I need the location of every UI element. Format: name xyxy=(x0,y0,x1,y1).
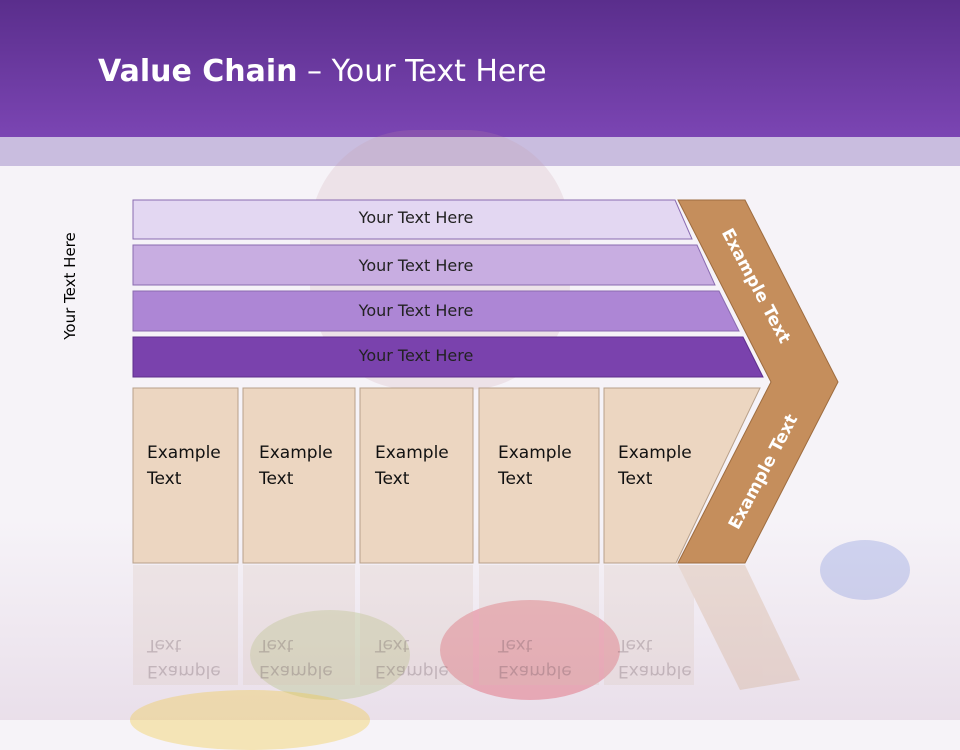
box-5-reflection-text: Example Text xyxy=(618,632,692,684)
side-label: Your Text Here xyxy=(61,232,79,340)
box-5-reflection-line1: Example xyxy=(618,661,692,681)
box-4-line1: Example xyxy=(498,443,572,463)
box-2-reflection-line2: Text xyxy=(259,635,294,655)
box-4-reflection-line2: Text xyxy=(498,635,533,655)
box-5-reflection-line2: Text xyxy=(618,635,653,655)
page-title: Value Chain – Your Text Here xyxy=(98,54,547,89)
box-5 xyxy=(603,387,761,564)
row-bar-1 xyxy=(132,199,693,240)
box-4-reflection-line1: Example xyxy=(498,661,572,681)
row-bar-3 xyxy=(132,290,740,332)
box-3-line2: Text xyxy=(375,469,410,489)
box-1-reflection xyxy=(133,565,238,685)
box-4-reflection xyxy=(479,565,599,685)
box-3-reflection-text: Example Text xyxy=(375,632,449,684)
box-1-reflection-line1: Example xyxy=(147,661,221,681)
row-label-1: Your Text Here xyxy=(358,208,474,227)
box-1-reflection-text: Example Text xyxy=(147,632,221,684)
row-label-2: Your Text Here xyxy=(358,256,474,275)
box-2-line2: Text xyxy=(259,469,294,489)
box-1-line1: Example xyxy=(147,443,221,463)
row-label-4: Your Text Here xyxy=(358,346,474,365)
background-blob-green xyxy=(250,610,410,700)
box-5-line2: Text xyxy=(618,469,653,489)
header-band xyxy=(0,0,960,137)
value-chain-diagram xyxy=(132,199,839,690)
box-3-reflection-line1: Example xyxy=(375,661,449,681)
reflection-group xyxy=(133,565,800,690)
row-label-3: Your Text Here xyxy=(358,301,474,320)
box-2-line1: Example xyxy=(259,443,333,463)
chevron xyxy=(677,199,839,564)
box-4-line2: Text xyxy=(498,469,533,489)
box-1-reflection-line2: Text xyxy=(147,635,182,655)
row-bar-2 xyxy=(132,244,716,286)
box-3-line1: Example xyxy=(375,443,449,463)
box-3 xyxy=(359,387,474,564)
box-5-reflection xyxy=(604,565,694,685)
box-3-reflection xyxy=(360,565,473,685)
box-2-reflection-text: Example Text xyxy=(259,632,333,684)
box-1-line2: Text xyxy=(147,469,182,489)
box-5-line1: Example xyxy=(618,443,692,463)
box-4-reflection-text: Example Text xyxy=(498,632,572,684)
box-3-reflection-line2: Text xyxy=(375,635,410,655)
title-bold: Value Chain xyxy=(98,54,298,89)
box-4 xyxy=(478,387,600,564)
box-2 xyxy=(242,387,356,564)
box-2-reflection-line1: Example xyxy=(259,661,333,681)
header-subband xyxy=(0,137,960,166)
background-blob-red xyxy=(440,600,620,700)
row-bar-4 xyxy=(132,336,764,378)
background-blob-blue xyxy=(820,540,910,600)
chevron-reflection xyxy=(678,565,800,690)
box-1 xyxy=(132,387,239,564)
title-rest: – Your Text Here xyxy=(297,54,547,89)
box-2-reflection xyxy=(243,565,355,685)
